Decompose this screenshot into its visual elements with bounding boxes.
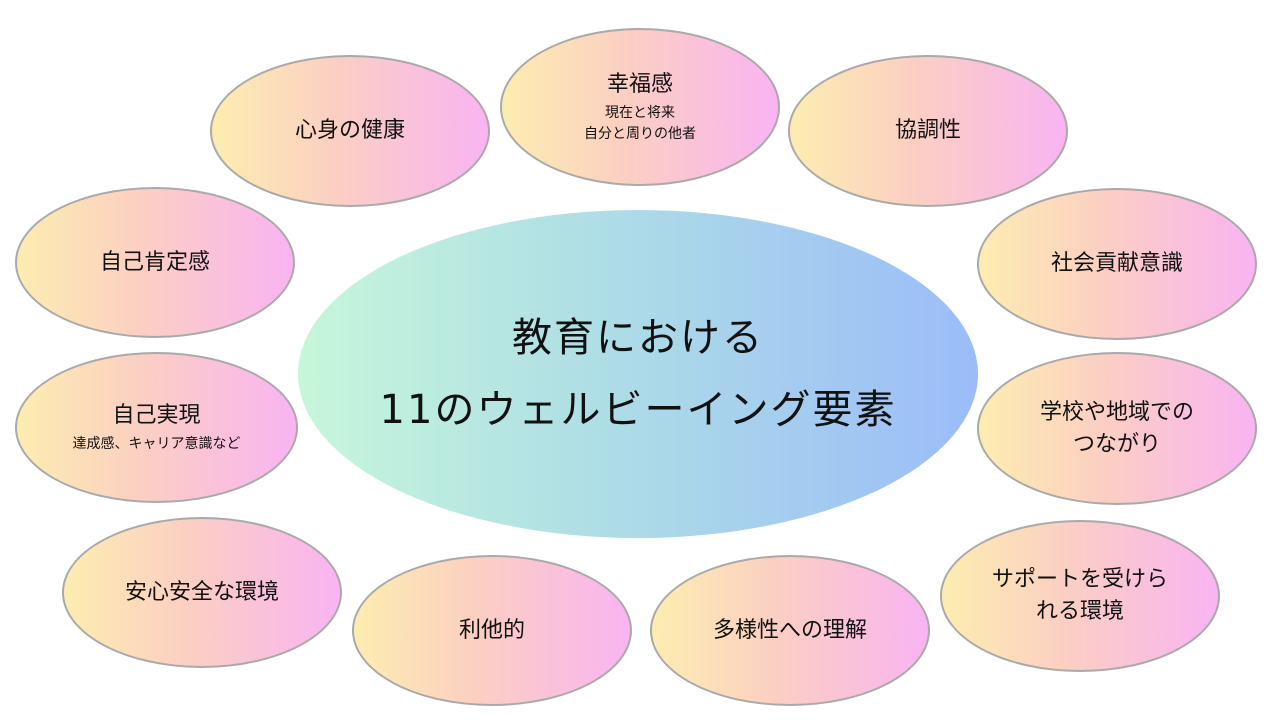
element-title: 心身の健康 (294, 118, 405, 144)
element-title: 学校や地域での (1039, 399, 1194, 425)
element-mind-body-health: 心身の健康 (210, 55, 490, 207)
element-subtitle: 現在と将来 (605, 104, 675, 121)
element-subtitle: 達成感、キャリア意識など (72, 435, 241, 452)
center-topic: 教育における 11のウェルビーイング要素 (298, 210, 978, 538)
element-subtitle: 自分と周りの他者 (584, 125, 696, 142)
element-cooperation: 協調性 (788, 55, 1068, 207)
element-title: 幸福感 (606, 72, 673, 98)
element-title: 自己肯定感 (99, 249, 210, 275)
element-title: 社会貢献意識 (1050, 251, 1183, 277)
element-title-line2: つながり (1072, 431, 1161, 457)
center-title-line1: 教育における (512, 315, 764, 361)
element-title: 安心安全な環境 (124, 579, 279, 605)
element-title: 協調性 (894, 118, 961, 144)
element-title: 利他的 (458, 617, 525, 643)
element-title: サポートを受けら (991, 567, 1168, 593)
element-community-connection: 学校や地域での つながり (977, 352, 1257, 505)
center-title-line2: 11のウェルビーイング要素 (379, 387, 897, 433)
element-support-environment: サポートを受けら れる環境 (940, 520, 1220, 672)
element-self-actualization: 自己実現 達成感、キャリア意識など (15, 352, 298, 503)
element-title: 多様性への理解 (712, 617, 867, 643)
element-happiness: 幸福感 現在と将来 自分と周りの他者 (500, 28, 780, 186)
element-social-contribution: 社会貢献意識 (977, 188, 1257, 340)
element-safe-environment: 安心安全な環境 (62, 517, 342, 668)
element-title-line2: れる環境 (1035, 599, 1124, 624)
element-self-esteem: 自己肯定感 (15, 187, 295, 338)
element-diversity-understanding: 多様性への理解 (650, 555, 930, 706)
element-title: 自己実現 (112, 403, 201, 429)
element-altruism: 利他的 (352, 555, 632, 706)
